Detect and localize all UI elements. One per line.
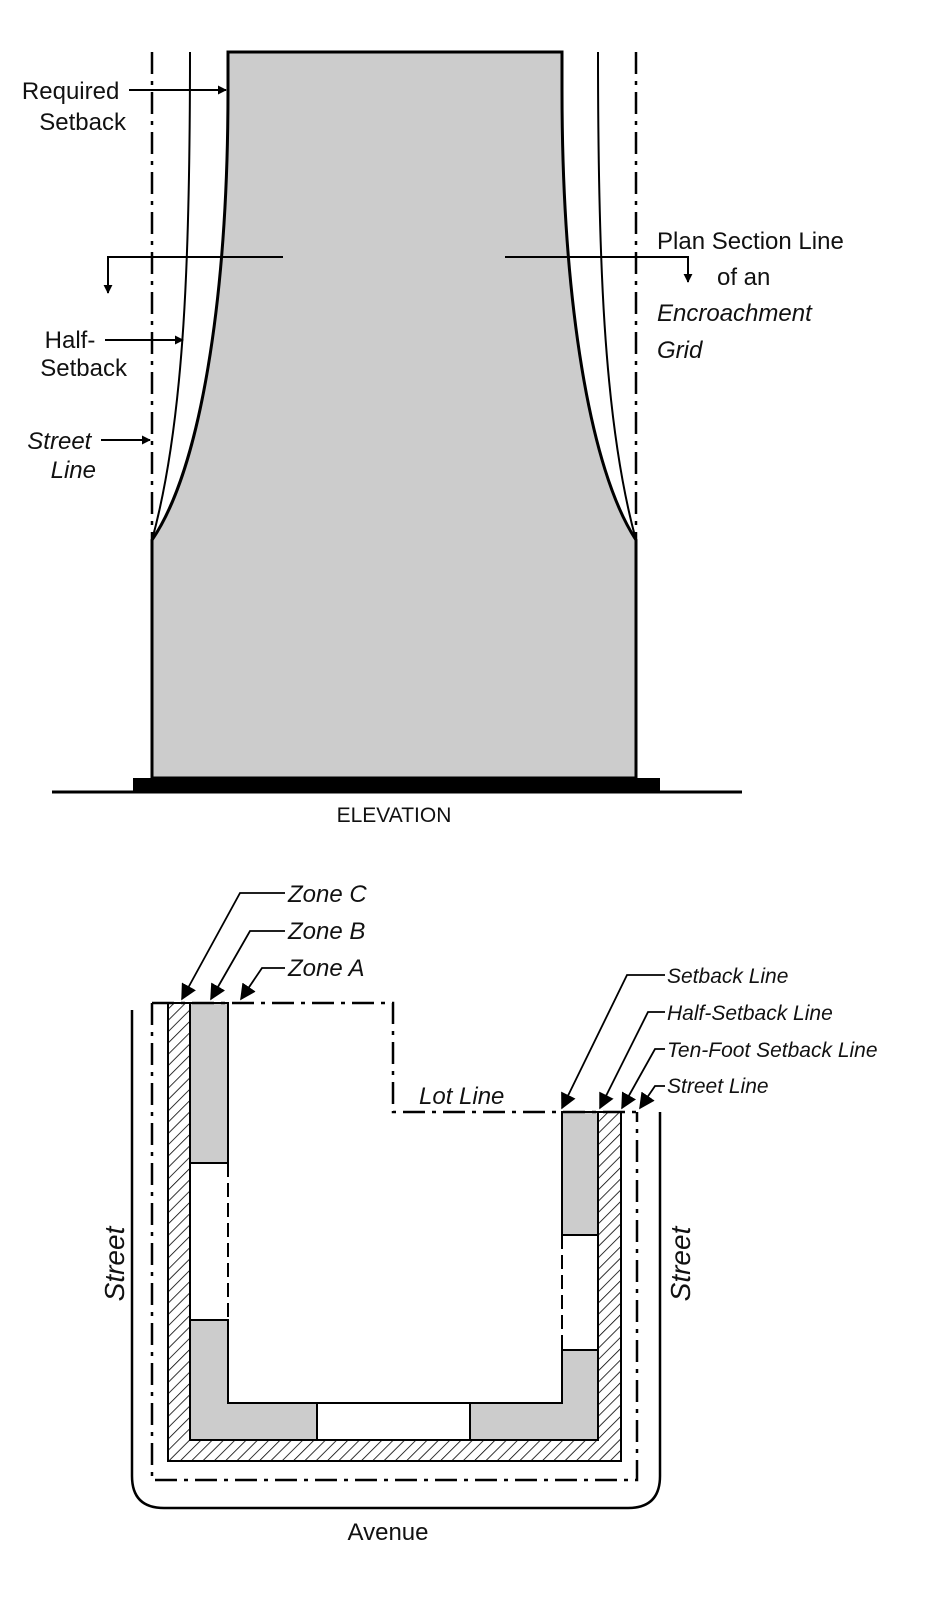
lot-line [152,1001,637,1114]
plan-section-line-label: Plan Section Line of an Encroachment Gri… [657,228,850,364]
elevation-view: Required Setback Half- Setback Street Li… [22,50,850,827]
zone-b-bottom-left [189,1319,318,1441]
building-base [133,778,660,792]
half-setback-curve-right [597,51,637,541]
street-line-label: Street Line [27,428,98,484]
building-elevation [150,50,638,780]
street-right-label: Street [665,1225,696,1301]
ten-foot-setback-band [167,1002,622,1462]
lot-line-label: Lot Line [419,1083,504,1110]
zone-b-label: Zone B [287,918,365,945]
zone-c-label: Zone C [287,881,367,908]
ten-foot-setback-line-leader [621,1048,665,1110]
zone-a-label: Zone A [287,955,365,982]
half-setback-line-leader [599,1011,665,1110]
curb-line [130,1010,662,1510]
street-line-leader [639,1085,665,1110]
zone-b-bottom-middle [316,1402,471,1441]
plan-section-line-left [103,256,283,294]
half-setback-line-label: Half-Setback Line [667,1002,833,1025]
ten-foot-setback-line-label: Ten-Foot Setback Line [667,1039,878,1062]
zone-a-leader [240,967,285,1001]
avenue-label: Avenue [348,1519,429,1546]
plan-section-line-right [505,256,693,283]
zone-b-leader [210,930,285,1001]
elevation-title: ELEVATION [337,804,452,827]
plan-view: Zone C Zone B Zone A Setback Line Half-S… [99,881,878,1546]
half-setback-label: Half- Setback [40,327,128,382]
zone-b-left-top [189,1002,229,1164]
half-setback-curve-left [151,51,191,541]
zone-b-right-top [561,1111,599,1236]
setback-line-label: Setback Line [667,965,788,988]
zone-b-bottom-right [469,1349,599,1441]
setback-line-leader [561,974,665,1110]
street-left-label: Street [99,1225,130,1301]
required-setback-label: Required Setback [22,78,127,136]
zone-c-leader [181,892,285,1001]
street-line-plan-label: Street Line [667,1075,769,1098]
